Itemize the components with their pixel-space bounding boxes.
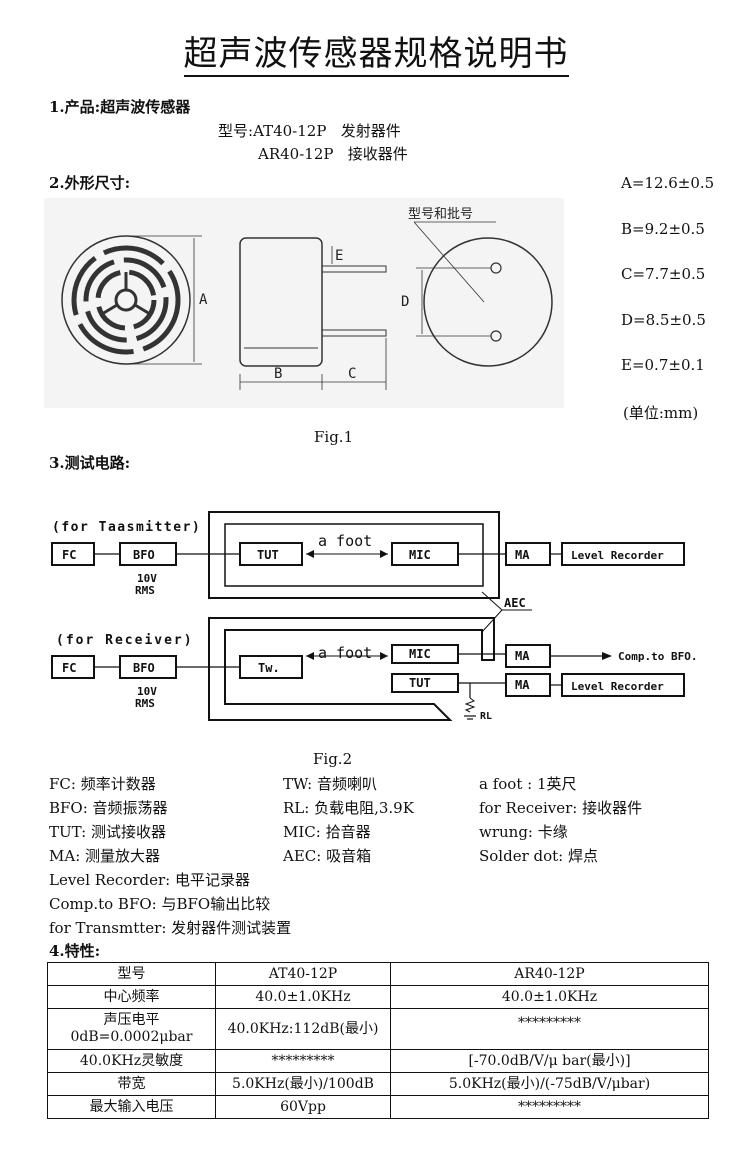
- table-cell: 5.0KHz(最小)/100dB: [215, 1072, 391, 1096]
- legend-item: Comp.to BFO: 与BFO输出比较: [49, 895, 271, 913]
- aec-label: AEC: [504, 596, 526, 610]
- legend-item: FC: 频率计数器: [49, 775, 156, 793]
- section-circuit-heading: 3.测试电路:: [49, 454, 131, 472]
- model-code: AR40-12P: [258, 145, 334, 163]
- legend-item: MIC: 拾音器: [283, 823, 371, 841]
- ma-box-label: MA: [515, 678, 530, 692]
- volt-10v: 10V: [137, 685, 157, 698]
- model-desc: 发射器件: [340, 122, 401, 140]
- mic-box-label: MIC: [409, 548, 431, 562]
- table-header-cell: AR40-12P: [390, 962, 709, 986]
- dim-letter-c: C: [348, 366, 356, 382]
- tut-box-label: TUT: [257, 548, 279, 562]
- figure-2-caption: Fig.2: [313, 750, 353, 768]
- model-row-2: AR40-12P 接收器件: [258, 143, 408, 164]
- test-circuit-diagram: (for Taasmitter) FC BFO TUT MIC MA Level…: [51, 511, 697, 722]
- dimension-a: A=12.6±0.5: [621, 174, 715, 192]
- bfo-box-label: BFO: [133, 661, 155, 675]
- legend-item: TUT: 测试接收器: [49, 823, 166, 841]
- characteristics-table: 型号 AT40-12P AR40-12P 中心频率 40.0±1.0KHz 40…: [47, 962, 709, 1119]
- sensor-front-view: [61, 235, 202, 365]
- dimension-e: E=0.7±0.1: [621, 356, 705, 374]
- model-desc: 接收器件: [347, 145, 408, 163]
- table-cell: 40.0KHz:112dB(最小): [215, 1008, 391, 1050]
- table-header-cell: AT40-12P: [215, 962, 391, 986]
- volt-10v: 10V: [137, 572, 157, 585]
- legend-item: for Transmtter: 发射器件测试装置: [49, 919, 292, 937]
- dim-letter-d: D: [401, 294, 409, 310]
- tut-box-label: TUT: [409, 676, 431, 690]
- table-cell: 40.0±1.0KHz: [390, 985, 709, 1009]
- ma-box-label: MA: [515, 548, 530, 562]
- table-row: 中心频率 40.0±1.0KHz 40.0±1.0KHz: [47, 985, 709, 1009]
- table-cell: *********: [390, 1095, 709, 1119]
- page-title: 超声波传感器规格说明书: [0, 26, 752, 77]
- table-cell: 声压电平 0dB=0.0002μbar: [47, 1008, 216, 1050]
- table-row: 40.0KHz灵敏度 ********* [-70.0dB/V/μ bar(最小…: [47, 1049, 709, 1073]
- legend-item: MA: 测量放大器: [49, 847, 161, 865]
- rl-label: RL: [480, 711, 492, 722]
- tw-box-label: Tw.: [258, 661, 280, 675]
- table-cell: 5.0KHz(最小)/(-75dB/V/μbar): [390, 1072, 709, 1096]
- mic-box-label: MIC: [409, 647, 431, 661]
- bfo-box-label: BFO: [133, 548, 155, 562]
- volt-rms: RMS: [135, 584, 155, 597]
- sensor-back-view: [413, 221, 553, 367]
- legend-item: BFO: 音频振荡器: [49, 799, 168, 817]
- sensor-side-view: [239, 237, 387, 390]
- dim-letter-b: B: [274, 366, 282, 382]
- receiver-setup-label: (for Receiver): [56, 633, 194, 648]
- dim-letter-a: A: [199, 292, 208, 308]
- legend-item: TW: 音频喇叭: [283, 775, 377, 793]
- dimension-c: C=7.7±0.5: [621, 265, 706, 283]
- batch-label: 型号和批号: [408, 207, 473, 222]
- model-code: AT40-12P: [253, 122, 327, 140]
- a-foot-label: a foot: [318, 532, 372, 550]
- volt-rms: RMS: [135, 697, 155, 710]
- level-recorder-label: Level Recorder: [571, 680, 664, 693]
- table-cell-line: 声压电平: [103, 1012, 160, 1028]
- table-row: 带宽 5.0KHz(最小)/100dB 5.0KHz(最小)/(-75dB/V/…: [47, 1072, 709, 1096]
- section-product-heading: 1.产品:超声波传感器: [49, 98, 191, 116]
- legend-item: RL: 负载电阻,3.9K: [283, 799, 414, 817]
- legend-item: wrung: 卡缘: [479, 823, 568, 841]
- section-characteristics-heading: 4.特性:: [49, 942, 101, 960]
- table-cell: [-70.0dB/V/μ bar(最小)]: [390, 1049, 709, 1073]
- legend-item: Solder dot: 焊点: [479, 847, 599, 865]
- dimension-d: D=8.5±0.5: [621, 311, 706, 329]
- table-cell: 40.0KHz灵敏度: [47, 1049, 216, 1073]
- transmitter-setup-label: (for Taasmitter): [52, 520, 201, 535]
- model-row-1: 型号:AT40-12P 发射器件: [218, 120, 401, 141]
- table-header-cell: 型号: [47, 962, 216, 986]
- table-cell: 带宽: [47, 1072, 216, 1096]
- fc-box-label: FC: [62, 548, 76, 562]
- table-row: 声压电平 0dB=0.0002μbar 40.0KHz:112dB(最小) **…: [47, 1008, 709, 1050]
- figure-1-caption: Fig.1: [314, 428, 354, 446]
- ma-box-label: MA: [515, 649, 530, 663]
- dimension-drawing: A E B C D 型号和批号: [44, 198, 564, 408]
- table-cell: 中心频率: [47, 985, 216, 1009]
- unit-note: (单位:mm): [623, 404, 699, 422]
- a-foot-label: a foot: [318, 644, 372, 662]
- legend-item: AEC: 吸音箱: [283, 847, 372, 865]
- table-cell: *********: [390, 1008, 709, 1050]
- legend-item: for Receiver: 接收器件: [479, 799, 643, 817]
- table-cell: 60Vpp: [215, 1095, 391, 1119]
- comp-to-bfo-label: Comp.to BFO.: [618, 650, 697, 663]
- legend-item: a foot : 1英尺: [479, 775, 577, 793]
- table-cell-line: 0dB=0.0002μbar: [70, 1029, 193, 1045]
- section-dimensions-heading: 2.外形尺寸:: [49, 174, 131, 192]
- model-label: 型号:: [218, 122, 254, 140]
- legend-item: Level Recorder: 电平记录器: [49, 871, 250, 889]
- table-cell: 最大输入电压: [47, 1095, 216, 1119]
- table-header-row: 型号 AT40-12P AR40-12P: [47, 962, 709, 986]
- dimension-b: B=9.2±0.5: [621, 220, 705, 238]
- table-row: 最大输入电压 60Vpp *********: [47, 1095, 709, 1119]
- level-recorder-label: Level Recorder: [571, 549, 664, 562]
- table-cell: *********: [215, 1049, 391, 1073]
- fc-box-label: FC: [62, 661, 76, 675]
- table-cell: 40.0±1.0KHz: [215, 985, 391, 1009]
- dim-letter-e: E: [335, 248, 343, 264]
